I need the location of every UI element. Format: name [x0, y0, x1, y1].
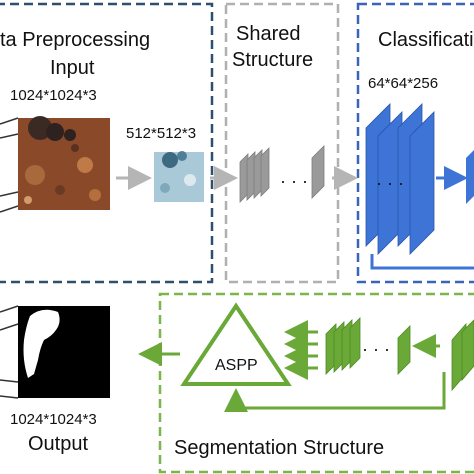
resized-size-label: 512*512*3	[126, 125, 197, 142]
segmentation-ellipsis: · · ·	[362, 339, 390, 359]
input-label: Input	[50, 57, 95, 79]
shared-single-layer	[311, 145, 325, 199]
input-size-label: 1024*1024*3	[10, 87, 97, 104]
segmentation-single-layer	[397, 325, 411, 375]
output-size-label: 1024*1024*3	[10, 411, 97, 428]
preprocessing-title: ta Preprocessing	[0, 29, 151, 51]
input-image-texture	[24, 116, 101, 204]
output-label: Output	[28, 433, 89, 455]
segmentation-layer-stack	[325, 317, 361, 375]
segmentation-title: Segmentation Structure	[174, 437, 385, 459]
preprocessing-box	[0, 2, 214, 284]
segmentation-deep-layer-b	[461, 319, 474, 382]
shared-layer-stack	[239, 147, 270, 203]
segmentation-box	[158, 292, 474, 474]
classification-ellipsis: · · ·	[376, 173, 404, 193]
shared-structure-box	[224, 2, 340, 284]
output-image-frame	[0, 305, 19, 399]
classification-layer-stack	[365, 103, 435, 255]
shared-ellipsis: · · ·	[280, 171, 308, 191]
input-image-frame	[0, 117, 19, 213]
aspp-label: ASPP	[215, 357, 258, 374]
aspp-input-arrows	[284, 320, 318, 380]
classification-title: Classificati	[378, 29, 474, 51]
aspp-triangle	[180, 302, 292, 386]
resized-image-texture	[160, 151, 196, 193]
classification-skip-line	[370, 254, 474, 270]
classification-box	[356, 2, 474, 284]
classification-next-layer	[466, 150, 474, 204]
shared-title-line2: Structure	[232, 49, 314, 71]
shared-title-line1: Shared	[236, 23, 301, 45]
segmentation-feedback-line	[224, 372, 446, 412]
output-mask-region	[23, 309, 60, 378]
classification-feature-size: 64*64*256	[368, 75, 439, 92]
